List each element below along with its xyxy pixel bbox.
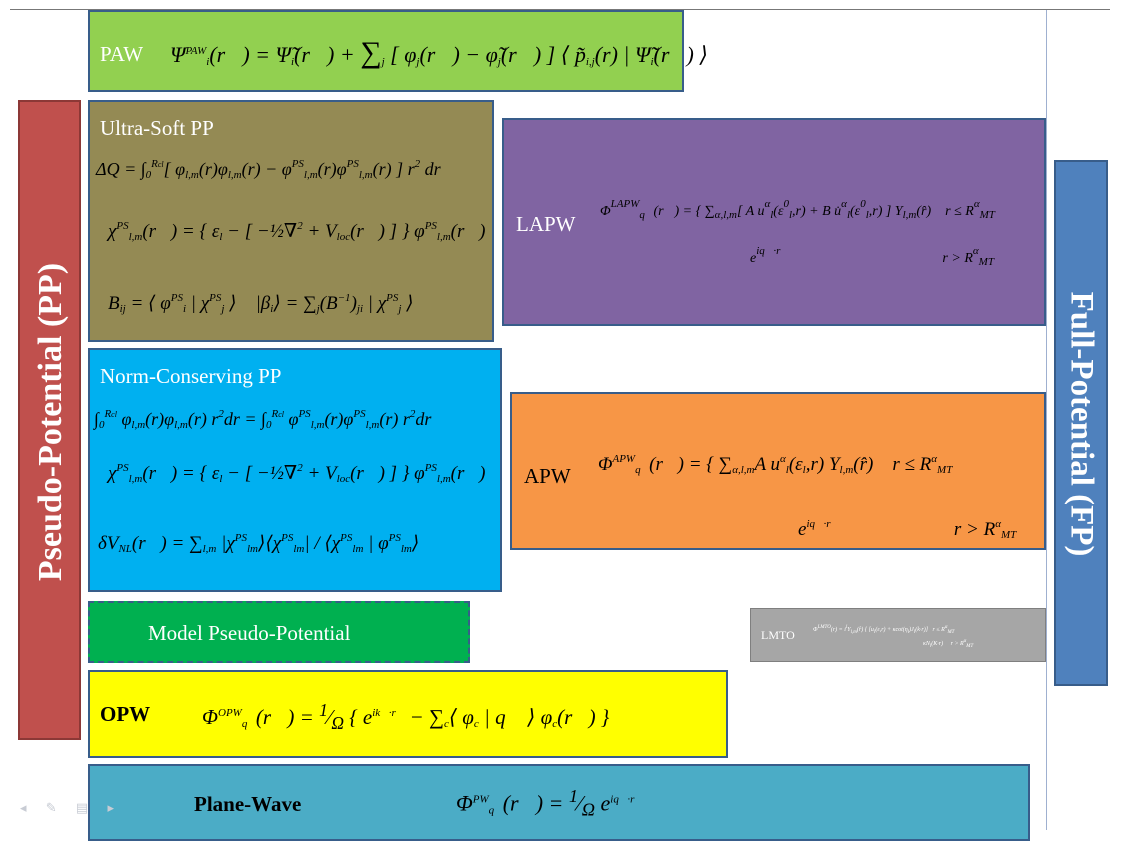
ultrasoft-pp-box: Ultra-Soft PP ΔQ = ∫0Rcl[ φl,m(r)φl,m(r)… — [88, 100, 494, 342]
apw-label: APW — [524, 464, 571, 488]
norm-conserving-pp-label: Norm-Conserving PP — [100, 364, 282, 388]
lmto-formula: ΦLMTO(r) = ilYl,m(r̂) { [ul(ε,r) + κcot(… — [813, 625, 974, 650]
opw-box: OPW ΦOPWq⃗(r⃗) = 1⁄Ω { eik⃗·r⃗ − ∑c⟨ φc … — [88, 670, 728, 758]
opw-label: OPW — [100, 702, 151, 726]
full-potential-bar: Full-Potential (FP) — [1054, 160, 1108, 686]
plane-wave-label: Plane-Wave — [194, 792, 302, 816]
pseudo-potential-bar: Pseudo-Potential (PP) — [18, 100, 81, 740]
ultrasoft-eq2: χPSl,m(r⃗) = { εl − [ −½∇2 + Vloc(r⃗) ] … — [108, 220, 486, 243]
apw-formula: ΦAPWq⃗(r⃗) = { ∑α,l,mA uαl(εl,r) Yl,m(r̂… — [598, 453, 1017, 541]
model-pseudo-potential-box: Model Pseudo-Potential — [88, 601, 470, 663]
top-divider — [10, 9, 1110, 10]
model-pseudo-potential-label: Model Pseudo-Potential — [148, 621, 351, 645]
norm-conserving-eq2: χPSl,m(r⃗) = { εl − [ −½∇2 + Vloc(r⃗) ] … — [108, 462, 486, 485]
slide-nav-icons[interactable]: ◂ ✎ ▤ ▸ — [20, 800, 122, 815]
lapw-box: LAPW ΦLAPWq⃗(r⃗) = { ∑α,l,m[ A uαl(ε0l,r… — [502, 118, 1046, 326]
plane-wave-box: Plane-Wave ΦPWq⃗(r⃗) = 1⁄Ω eiq⃗·r⃗ — [88, 764, 1030, 841]
ultrasoft-eq3: Bij = ⟨ φPSi | χPSj ⟩ |βi⟩ = ∑j(B−1)ji |… — [108, 292, 414, 315]
paw-label: PAW — [100, 42, 144, 66]
apw-box: APW ΦAPWq⃗(r⃗) = { ∑α,l,mA uαl(εl,r) Yl,… — [510, 392, 1046, 550]
lmto-label: LMTO — [761, 628, 795, 642]
pseudo-potential-label: Pseudo-Potential (PP) — [32, 262, 69, 582]
paw-box: PAW ΨPAWi(r⃗) = Ψ̃i(r⃗) + ∑j [ φj(r⃗) − … — [88, 10, 708, 92]
full-potential-label: Full-Potential (FP) — [1063, 291, 1100, 557]
lapw-label: LAPW — [516, 212, 576, 236]
norm-conserving-pp-box: Norm-Conserving PP ∫0Rcl φl,m(r)φl,m(r) … — [88, 348, 502, 592]
opw-formula: ΦOPWq⃗(r⃗) = 1⁄Ω { eik⃗·r⃗ − ∑c⟨ φc | q⃗… — [202, 700, 610, 734]
paw-formula: ΨPAWi(r⃗) = Ψ̃i(r⃗) + ∑j [ φj(r⃗) − φ̃j(… — [170, 36, 708, 69]
ultrasoft-pp-label: Ultra-Soft PP — [100, 116, 214, 140]
ultrasoft-eq1: ΔQ = ∫0Rcl[ φl,m(r)φl,m(r) − φPSl,m(r)φP… — [96, 158, 441, 181]
plane-wave-formula: ΦPWq⃗(r⃗) = 1⁄Ω eiq⃗·r⃗ — [456, 786, 643, 820]
norm-conserving-eq1: ∫0Rcl φl,m(r)φl,m(r) r2dr = ∫0Rcl φPSl,m… — [94, 408, 432, 431]
lmto-box: LMTO ΦLMTO(r) = ilYl,m(r̂) { [ul(ε,r) + … — [750, 608, 1046, 662]
norm-conserving-eq3: δVNL(r⃗) = ∑l,m |χPSlm⟩⟨χPSlm| / ⟨χPSlm … — [98, 532, 420, 555]
lapw-formula: ΦLAPWq⃗(r⃗) = { ∑α,l,m[ A uαl(ε0l,r) + B… — [600, 198, 995, 268]
fp-divider-line — [1046, 10, 1047, 830]
